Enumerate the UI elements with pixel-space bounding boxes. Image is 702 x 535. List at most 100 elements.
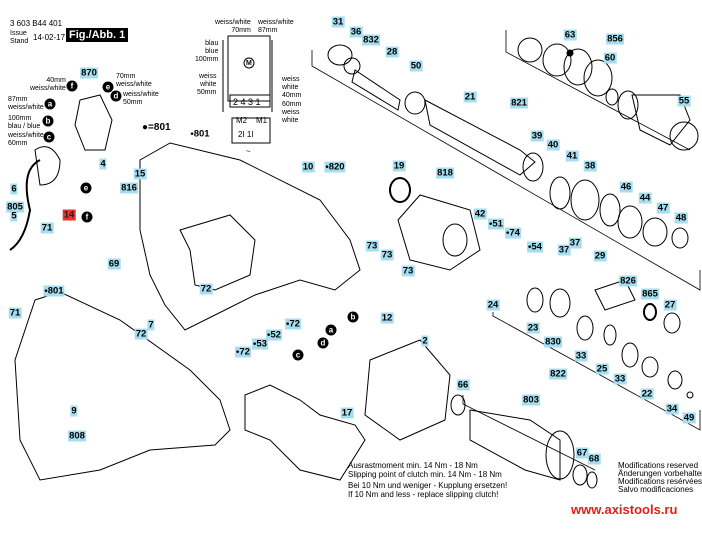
part-label[interactable]: 31 (331, 16, 345, 28)
part-label[interactable]: 33 (613, 373, 627, 385)
part-label[interactable]: 832 (362, 34, 380, 46)
callout-letter: c (292, 349, 304, 361)
part-label[interactable]: 60 (603, 52, 617, 64)
part-label[interactable]: 33 (574, 350, 588, 362)
callout-letter: a (325, 324, 337, 336)
part-label[interactable]: 39 (530, 130, 544, 142)
part-label[interactable]: 71 (40, 222, 54, 234)
part-label[interactable]: 29 (593, 250, 607, 262)
wire-label: weiss/white 70mm (215, 19, 251, 34)
part-label[interactable]: 818 (436, 167, 454, 179)
part-label[interactable]: 72 (199, 283, 213, 295)
replace-note-de: Bei 10 Nm und weniger - Kupplung ersetze… (348, 481, 508, 490)
part-label[interactable]: 67 (575, 447, 589, 459)
part-label[interactable]: •54 (527, 241, 543, 253)
part-label-highlighted[interactable]: 14 (62, 209, 76, 221)
part-label[interactable]: 17 (340, 407, 354, 419)
part-label[interactable]: 2 (421, 335, 429, 347)
part-label[interactable]: 870 (80, 67, 98, 79)
part-label[interactable]: 9 (70, 405, 78, 417)
part-label[interactable]: 42 (473, 208, 487, 220)
part-label[interactable]: 37 (557, 244, 571, 256)
housing-half (139, 142, 361, 331)
group-bracket-856 (505, 30, 691, 151)
part-label[interactable]: 68 (587, 453, 601, 465)
part-label[interactable]: 34 (665, 403, 679, 415)
part-label[interactable]: 40 (546, 139, 560, 151)
modifications-note: Salvo modificaciones (618, 485, 694, 494)
part-label[interactable]: 49 (682, 412, 696, 424)
part-label[interactable]: 808 (68, 430, 86, 442)
wire-label: 100mm blau / blue (8, 115, 41, 130)
wire-label: weiss white 40mm (282, 76, 302, 99)
part-label[interactable]: 10 (301, 161, 315, 173)
part-label[interactable]: 822 (549, 368, 567, 380)
part-label[interactable]: 69 (107, 258, 121, 270)
part-label[interactable]: •52 (266, 329, 282, 341)
part-label[interactable]: 44 (638, 192, 652, 204)
part-label[interactable]: •74 (505, 227, 521, 239)
issue-date: 14-02-17 (33, 33, 66, 42)
part-label[interactable]: 24 (486, 299, 500, 311)
callout-letter: b (347, 311, 359, 323)
ac-symbol: ~ (246, 147, 251, 156)
part-label[interactable]: •801 (190, 128, 210, 140)
wire-label: 60mm weiss white (282, 101, 302, 124)
part-label[interactable]: 865 (641, 288, 659, 300)
part-label[interactable]: 7 (147, 319, 155, 331)
part-label[interactable]: 821 (510, 97, 528, 109)
part-label[interactable]: 66 (456, 379, 470, 391)
part-label[interactable]: 803 (522, 394, 540, 406)
part-label[interactable]: 72 (134, 328, 148, 340)
part-label[interactable]: 816 (120, 182, 138, 194)
part-label[interactable]: 25 (595, 363, 609, 375)
part-label[interactable]: 27 (663, 299, 677, 311)
callout-letter: f (81, 211, 93, 223)
part-label[interactable]: •820 (324, 161, 346, 173)
part-label[interactable]: 23 (526, 322, 540, 334)
part-label[interactable]: 19 (392, 160, 406, 172)
part-label[interactable]: 41 (565, 150, 579, 162)
part-label[interactable]: 71 (8, 307, 22, 319)
model-number: 3 603 B44 401 (10, 19, 63, 28)
housing-cover (14, 291, 231, 481)
legend-801: ●=801 (142, 122, 171, 133)
part-label[interactable]: 73 (380, 249, 394, 261)
wire-label: weiss/white 50mm (123, 91, 159, 106)
part-label[interactable]: 15 (133, 168, 147, 180)
part-label[interactable]: 50 (409, 60, 423, 72)
part-label[interactable]: 36 (349, 26, 363, 38)
issue-label: Issue Stand (10, 30, 29, 45)
part-label[interactable]: 830 (544, 336, 562, 348)
part-label[interactable]: •51 (488, 218, 504, 230)
part-label[interactable]: 47 (656, 202, 670, 214)
part-label[interactable]: 12 (380, 312, 394, 324)
part-label[interactable]: 28 (385, 46, 399, 58)
part-label[interactable]: 55 (677, 95, 691, 107)
wire-label: 40mm weiss/white (30, 77, 66, 92)
part-label[interactable]: •72 (235, 346, 251, 358)
part-label[interactable]: •72 (285, 318, 301, 330)
part-label[interactable]: 856 (606, 33, 624, 45)
motor-symbol: M (246, 60, 252, 67)
part-label[interactable]: 37 (568, 237, 582, 249)
callout-letter: c (43, 131, 55, 143)
part-label[interactable]: 73 (401, 265, 415, 277)
part-label[interactable]: 4 (99, 158, 107, 170)
wire-label: weiss/white 87mm (258, 19, 294, 34)
part-label[interactable]: •801 (43, 285, 65, 297)
part-label[interactable]: 5 (10, 210, 18, 222)
part-label[interactable]: 21 (463, 91, 477, 103)
part-label[interactable]: 38 (583, 160, 597, 172)
wire-label: 87mm weiss/white (8, 96, 44, 111)
part-label[interactable]: 73 (365, 240, 379, 252)
part-label[interactable]: 63 (563, 29, 577, 41)
part-label[interactable]: 6 (10, 183, 18, 195)
part-label[interactable]: 805 (6, 201, 24, 213)
part-label[interactable]: 48 (674, 212, 688, 224)
part-label[interactable]: •53 (252, 338, 268, 350)
part-label[interactable]: 22 (640, 388, 654, 400)
part-label[interactable]: 826 (619, 275, 637, 287)
website-link[interactable]: www.axistools.ru (571, 502, 678, 517)
part-label[interactable]: 46 (619, 181, 633, 193)
